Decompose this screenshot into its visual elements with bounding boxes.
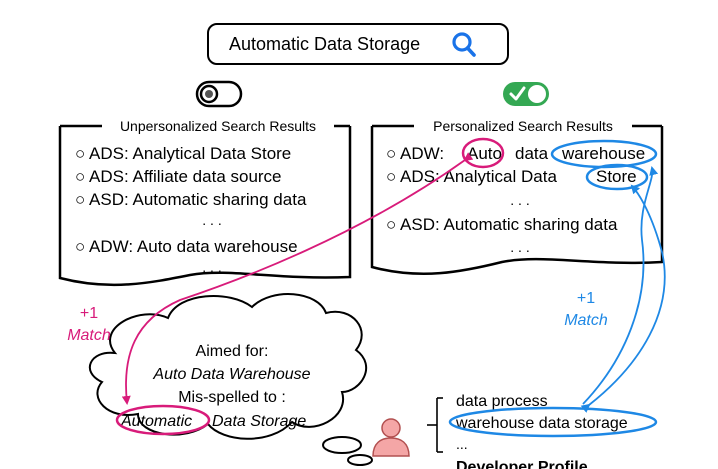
- profile-item: warehouse data storage: [455, 415, 628, 432]
- personalized-item-store: Store: [596, 167, 637, 186]
- toggle-on-icon[interactable]: [503, 82, 549, 106]
- unpersonalized-item: ○ ASD: Automatic sharing data: [75, 190, 307, 209]
- profile-highlight: [448, 406, 658, 438]
- search-icon[interactable]: [452, 32, 476, 57]
- profile-item: ...: [456, 436, 468, 452]
- cloud-line: Aimed for:: [196, 343, 269, 360]
- search-bar[interactable]: Automatic Data Storage: [207, 23, 509, 65]
- search-query: Automatic Data Storage: [229, 34, 420, 54]
- user-icon: [372, 418, 410, 457]
- personalized-item-auto: Auto: [467, 144, 502, 163]
- personalized-item-warehouse: warehouse: [561, 144, 645, 163]
- cloud-word-rest: Data Storage: [212, 413, 306, 430]
- unpersonalized-item: ○ ADS: Analytical Data Store: [75, 144, 291, 163]
- thought-cloud: Aimed for: Auto Data Warehouse Mis-spell…: [89, 293, 373, 466]
- toggle-off-icon[interactable]: [195, 80, 243, 108]
- personalized-title: Personalized Search Results: [433, 118, 613, 134]
- personalized-item-prefix: ○ ADS: Analytical Data: [386, 167, 557, 186]
- match-plus-right: +1: [577, 290, 595, 307]
- match-plus-left: +1: [80, 305, 98, 322]
- personalized-item: ○ ASD: Automatic sharing data: [386, 215, 618, 234]
- unpersonalized-panel: Unpersonalized Search Results ○ ADS: Ana…: [58, 118, 352, 287]
- match-label-right: Match: [564, 312, 608, 329]
- unpersonalized-item: ○ ADW: Auto data warehouse: [75, 237, 298, 256]
- profile-bracket: [427, 397, 443, 453]
- cloud-line: Auto Data Warehouse: [152, 366, 310, 383]
- match-arrow-pink: [121, 152, 474, 405]
- match-label-left: Match: [67, 327, 111, 344]
- cloud-line: Mis-spelled to :: [178, 389, 286, 406]
- personalized-item-mid: data: [515, 144, 549, 163]
- profile-title: Developer Profile: [456, 459, 588, 469]
- unpersonalized-ellipsis: . . .: [202, 259, 221, 275]
- personalized-ellipsis: . . .: [510, 192, 529, 208]
- unpersonalized-item: ○ ADS: Affiliate data source: [75, 167, 282, 186]
- personalized-item-prefix: ○ ADW:: [386, 144, 444, 163]
- profile-item: data process: [456, 393, 548, 410]
- cloud-word-automatic: Automatic: [120, 413, 192, 430]
- automatic-highlight: [115, 404, 211, 436]
- unpersonalized-ellipsis: . . .: [202, 212, 221, 228]
- personalized-ellipsis: . . .: [510, 239, 529, 255]
- match-arrow-blue: [580, 184, 666, 413]
- unpersonalized-title: Unpersonalized Search Results: [120, 118, 316, 134]
- personalized-panel: Personalized Search Results ○ ADW: Auto …: [370, 118, 664, 275]
- match-arrow-blue: [582, 166, 659, 405]
